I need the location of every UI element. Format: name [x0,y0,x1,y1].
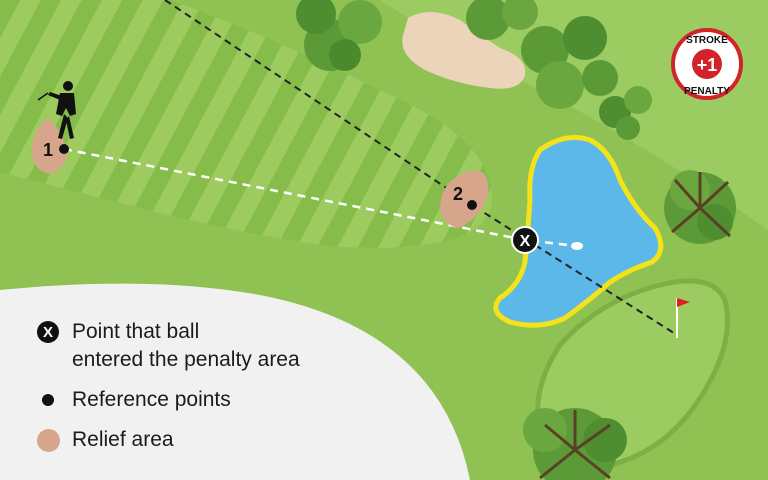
legend-item-relief: Relief area [36,426,356,454]
legend-item-reference: Reference points [36,386,356,414]
legend-panel-background [0,283,470,480]
tree-right [664,170,736,244]
reference-point-1 [59,144,69,154]
fairway [0,0,493,249]
golfer-silhouette [37,81,76,139]
legend-item-entry: X Point that ball entered the penalty ar… [36,318,356,374]
entry-point-marker [511,226,539,254]
reference-line [164,0,678,336]
reference-point-2 [467,200,477,210]
legend-reference-symbol [36,388,60,412]
badge-value: +1 [697,55,718,75]
legend-entry-line2: entered the penalty area [72,348,300,371]
relief-area-1 [31,118,67,174]
relief-area-2 [440,170,489,228]
relief-swatch-icon [36,428,60,452]
legend-relief-symbol [36,428,60,452]
legend-relief-label: Relief area [72,428,174,451]
stroke-penalty-badge: STROKE +1 PENALTY [671,28,743,100]
point-label-2: 2 [453,184,463,204]
legend-entry-label: Point that ball entered the penalty area [72,318,300,374]
legend-entry-line1: Point that ball [72,320,200,343]
flag-icon [676,298,690,338]
legend: X Point that ball entered the penalty ar… [36,318,356,466]
point-label-1: 1 [43,140,53,160]
dot-icon [42,394,54,406]
water-hazard [493,135,664,328]
badge-bottom-text: PENALTY [684,86,730,97]
tree-cluster-top [296,0,652,140]
legend-entry-symbol: X [36,320,60,344]
entry-point-label: X [520,233,531,250]
legend-reference-label: Reference points [72,388,231,411]
x-marker-icon: X [37,321,59,343]
tree-bottom [523,408,627,480]
badge-top-text: STROKE [686,35,728,46]
bunker [402,11,526,89]
